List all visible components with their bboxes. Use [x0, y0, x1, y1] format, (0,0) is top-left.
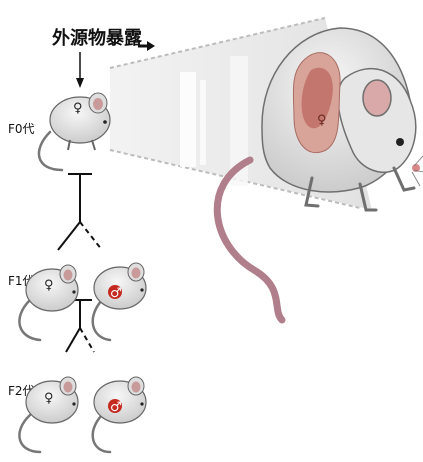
f2-male-mouse: ♂ [93, 377, 146, 452]
male-symbol-icon: ♂ [110, 400, 122, 415]
down-arrow-icon [76, 52, 84, 88]
female-symbol-icon: ♀ [44, 391, 54, 406]
embryo-female-symbol: ♀ [317, 113, 327, 128]
f1-male-mouse: ♂ [93, 263, 146, 340]
female-symbol-icon: ♀ [44, 278, 54, 293]
female-symbol-icon: ♀ [73, 101, 83, 116]
generation-label-f0: F0代 [8, 122, 35, 136]
lineage-connectors [58, 174, 102, 352]
exposure-title: 外源物暴露 [52, 27, 143, 49]
f0-mouse: ♀ [39, 93, 110, 170]
male-symbol-icon: ♂ [110, 286, 122, 301]
